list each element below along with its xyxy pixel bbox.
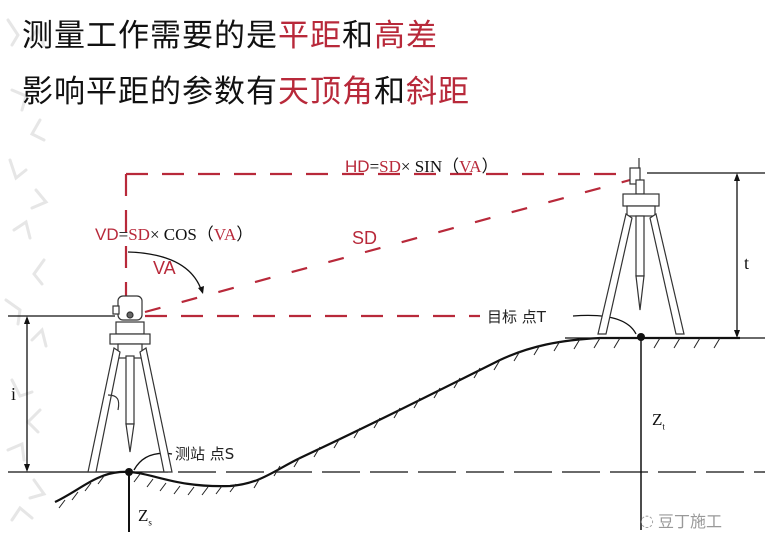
z-subscript: t <box>662 421 665 432</box>
title-highlight: 平距 <box>278 18 342 54</box>
station-point-label: 测站 点S <box>175 445 235 463</box>
z-letter: Z <box>138 506 149 525</box>
terrain-line <box>54 336 740 503</box>
vd-formula: VD=SD× COS（VA） <box>95 220 253 245</box>
sd-term: SD <box>128 225 150 244</box>
equals-sign: = <box>369 157 380 176</box>
terrain-hatching <box>58 337 721 509</box>
background-pattern <box>4 18 49 522</box>
title-text: 和 <box>374 74 406 110</box>
z-subscript: s <box>148 517 152 528</box>
hd-vd-lines <box>124 172 636 318</box>
title-highlight: 高差 <box>374 18 438 54</box>
target-point-label: 目标 点T <box>487 308 546 326</box>
z-letter: Z <box>652 410 663 429</box>
title-text: 影响平距的参数有 <box>22 74 278 110</box>
watermark-text: 豆丁施工 <box>657 512 722 531</box>
close-paren: ） <box>481 157 499 176</box>
sd-term: SD <box>379 157 401 176</box>
cos-op: × COS（ <box>149 225 214 244</box>
station-point-marker <box>125 468 133 476</box>
title-highlight: 斜距 <box>406 74 470 110</box>
total-station-tripod <box>87 295 173 473</box>
close-paren: ） <box>236 225 254 244</box>
watermark: ◌ 豆丁施工 <box>640 508 722 532</box>
title-line-1: 测量工作需要的是平距和高差 <box>22 10 438 55</box>
va-term: VA <box>213 225 237 244</box>
title-line-2: 影响平距的参数有天顶角和斜距 <box>22 66 470 111</box>
target-point-marker <box>637 333 645 341</box>
hd-formula: HD=SD× SIN（VA） <box>345 152 499 177</box>
title-text: 测量工作需要的是 <box>22 18 278 54</box>
zt-label: Zt <box>652 410 665 431</box>
va-term: VA <box>459 157 482 176</box>
va-label: VA <box>153 258 176 278</box>
hd-label: HD <box>345 157 370 176</box>
sd-label: SD <box>352 228 378 248</box>
zs-label: Zs <box>138 506 152 527</box>
instrument-height-label: i <box>11 384 17 404</box>
sin-op: × SIN（ <box>400 157 460 176</box>
vd-label: VD <box>95 225 119 244</box>
equals-sign: = <box>118 225 129 244</box>
title-text: 和 <box>342 18 374 54</box>
title-highlight: 天顶角 <box>278 74 374 110</box>
target-height-label: t <box>744 253 750 273</box>
wechat-icon: ◌ <box>640 510 654 530</box>
prism-tripod <box>597 158 685 335</box>
